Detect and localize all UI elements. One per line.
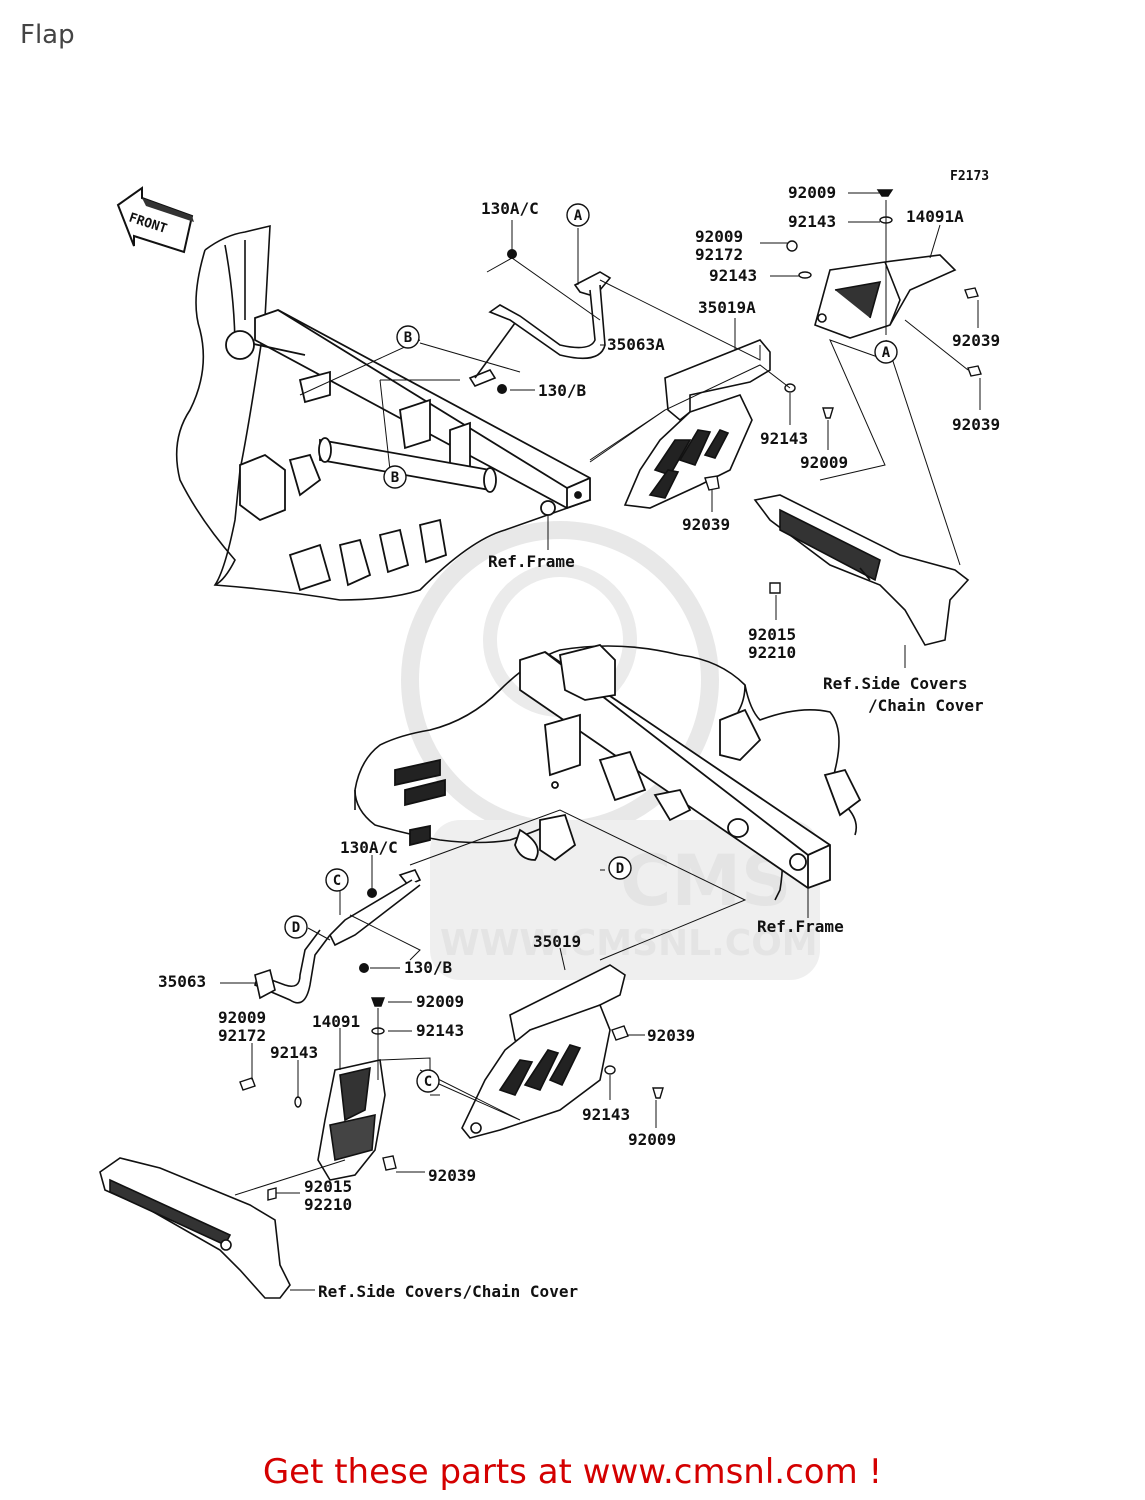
top-leader-lines: [299, 192, 981, 668]
marker-a-top: [566, 203, 590, 227]
footer-link-text[interactable]: Get these parts at www.cmsnl.com !: [262, 1452, 883, 1492]
marker-c-lower: [416, 1069, 440, 1093]
top-markers: [383, 203, 898, 489]
label-bottom-92015: 92015: [304, 1177, 352, 1196]
label-top-130ac: 130A/C: [481, 199, 539, 218]
label-bottom-92039-a: 92039: [647, 1026, 695, 1045]
label-bottom-92143-a: 92143: [416, 1021, 464, 1040]
label-bottom-92009-c: 92009: [628, 1130, 676, 1149]
marker-d-upper-label: D: [616, 861, 624, 877]
label-top-130b: 130/B: [538, 381, 587, 400]
marker-d-lower: [284, 915, 308, 939]
label-top-92172-b: 92172: [695, 245, 743, 264]
label-bottom-92143-c: 92143: [582, 1105, 630, 1124]
marker-c-upper-label: C: [333, 873, 341, 889]
bottom-markers: [284, 856, 632, 1093]
top-side-cover: [753, 494, 970, 646]
page-title: Flap: [20, 20, 75, 50]
label-top-92015: 92015: [748, 625, 796, 644]
marker-a-top-label: A: [574, 208, 583, 224]
label-bottom-92210: 92210: [304, 1195, 352, 1214]
marker-b-lower: [383, 465, 407, 489]
label-top-ref-side-2: /Chain Cover: [868, 696, 984, 715]
marker-d-upper: [608, 856, 632, 880]
label-bottom-92143-b: 92143: [270, 1043, 318, 1062]
label-bottom-130b: 130/B: [404, 958, 453, 977]
bottom-fasteners: [239, 997, 664, 1201]
label-top-92009-c: 92009: [800, 453, 848, 472]
watermark-url: WWW.CMSNL.COM: [440, 923, 818, 964]
marker-c-upper: [325, 868, 349, 892]
bottom-leader-lines: [220, 809, 809, 1291]
top-bracket-35063a: [468, 271, 612, 387]
label-top-35063a: 35063A: [607, 335, 665, 354]
label-bottom-35063: 35063: [158, 972, 206, 991]
marker-c-lower-label: C: [424, 1074, 432, 1090]
bottom-cover-35019: [461, 964, 626, 1139]
marker-b-lower-label: B: [391, 470, 399, 486]
label-top-92039-c: 92039: [682, 515, 730, 534]
label-bottom-14091: 14091: [312, 1012, 360, 1031]
label-bottom-92172-b: 92172: [218, 1026, 266, 1045]
label-top-92210: 92210: [748, 643, 796, 662]
marker-b-top-label: B: [404, 330, 412, 346]
top-flap-14091a: [814, 254, 957, 339]
figure-code: F2173: [950, 169, 989, 184]
label-bottom-92039-b: 92039: [428, 1166, 476, 1185]
top-bolt-130b-icon: [497, 384, 507, 394]
marker-a-right-label: A: [882, 345, 891, 361]
bottom-bracket-35063: [254, 869, 422, 1004]
label-top-35019a: 35019A: [698, 298, 756, 317]
label-top-92143-b: 92143: [709, 266, 757, 285]
top-frame-beam: [225, 309, 591, 592]
label-bottom-92009-a: 92009: [416, 992, 464, 1011]
label-bottom-35019: 35019: [533, 932, 581, 951]
marker-a-right: [874, 340, 898, 364]
bottom-frame-beam: [394, 644, 862, 890]
watermark: CMS WWW.CMSNL.COM: [401, 521, 820, 980]
label-top-92039-b: 92039: [952, 415, 1000, 434]
label-top-92143-c: 92143: [760, 429, 808, 448]
label-bottom-130ac: 130A/C: [340, 838, 398, 857]
label-top-92143-a: 92143: [788, 212, 836, 231]
label-bottom-ref-side: Ref.Side Covers/Chain Cover: [318, 1282, 578, 1301]
label-top-92009-b: 92009: [695, 227, 743, 246]
label-top-92039-a: 92039: [952, 331, 1000, 350]
marker-d-lower-label: D: [292, 920, 300, 936]
front-arrow-icon: FRONT: [116, 186, 194, 254]
bottom-side-cover: [99, 1157, 291, 1299]
label-top-14091a: 14091A: [906, 207, 964, 226]
top-bolt-130ac-icon: [507, 249, 517, 259]
top-fasteners: [704, 189, 982, 594]
label-top-92009-a: 92009: [788, 183, 836, 202]
label-top-ref-side-1: Ref.Side Covers: [823, 674, 968, 693]
label-bottom-ref-frame: Ref.Frame: [757, 917, 844, 936]
label-bottom-92009-b: 92009: [218, 1008, 266, 1027]
marker-b-top: [396, 325, 420, 349]
bottom-flap-14091: [317, 1059, 386, 1181]
top-cover-35019a: [623, 339, 771, 509]
bottom-bolt-130b-icon: [359, 963, 369, 973]
bottom-bolt-130ac-icon: [367, 888, 377, 898]
label-top-ref-frame: Ref.Frame: [488, 552, 575, 571]
